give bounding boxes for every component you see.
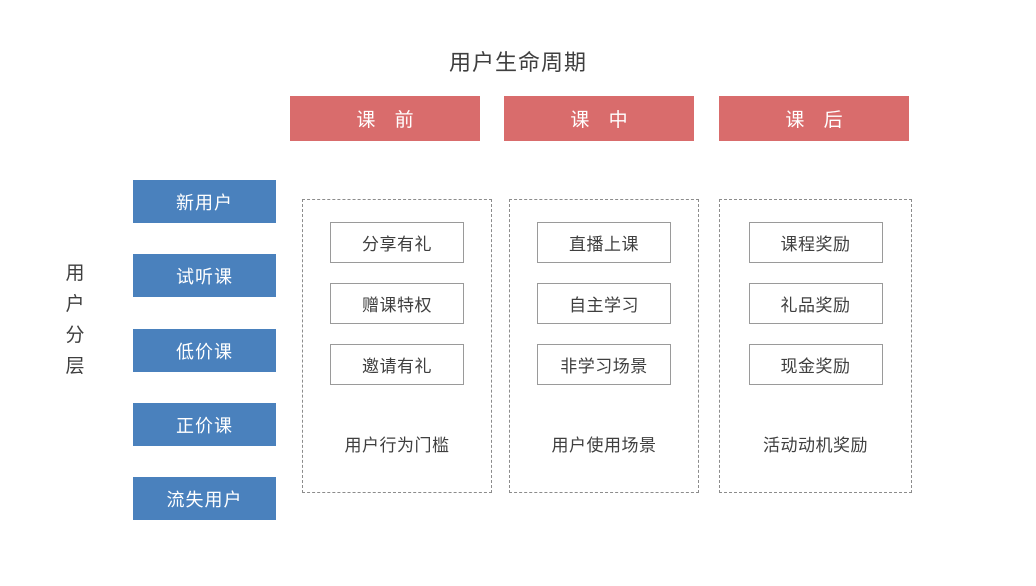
item-box: 自主学习 — [537, 283, 671, 324]
phase-column-during-class: 直播上课 自主学习 非学习场景 用户使用场景 — [509, 199, 699, 493]
item-box: 分享有礼 — [330, 222, 464, 263]
segment-axis-label: 用 户 分 层 — [58, 258, 92, 382]
segment-axis-char-2: 户 — [65, 294, 85, 315]
item-box: 赠课特权 — [330, 283, 464, 324]
segment-axis-char-4: 层 — [65, 356, 85, 377]
phase-column-after-class: 课程奖励 礼品奖励 现金奖励 活动动机奖励 — [719, 199, 912, 493]
segment-axis-char-1: 用 — [65, 263, 85, 284]
segment-bar-new-user: 新用户 — [133, 180, 276, 223]
phase-header-during-class: 课 中 — [504, 96, 694, 141]
segment-bar-trial-course: 试听课 — [133, 254, 276, 297]
phase-column-before-class: 分享有礼 赠课特权 邀请有礼 用户行为门槛 — [302, 199, 492, 493]
segment-bar-low-price-course: 低价课 — [133, 329, 276, 372]
segment-axis-char-3: 分 — [65, 325, 85, 346]
phase-header-after-class: 课 后 — [719, 96, 909, 141]
item-box: 课程奖励 — [748, 222, 883, 263]
column-caption: 用户行为门槛 — [344, 436, 450, 455]
item-box: 现金奖励 — [748, 344, 883, 385]
item-box: 直播上课 — [537, 222, 671, 263]
segment-bar-churned-user: 流失用户 — [133, 477, 276, 520]
page-title: 用户生命周期 — [448, 50, 587, 75]
phase-header-before-class: 课 前 — [290, 96, 480, 141]
column-caption: 用户使用场景 — [551, 436, 657, 455]
item-box: 非学习场景 — [537, 344, 671, 385]
segment-bar-full-price-course: 正价课 — [133, 403, 276, 446]
item-box: 邀请有礼 — [330, 344, 464, 385]
column-caption: 活动动机奖励 — [763, 436, 868, 455]
item-box: 礼品奖励 — [748, 283, 883, 324]
